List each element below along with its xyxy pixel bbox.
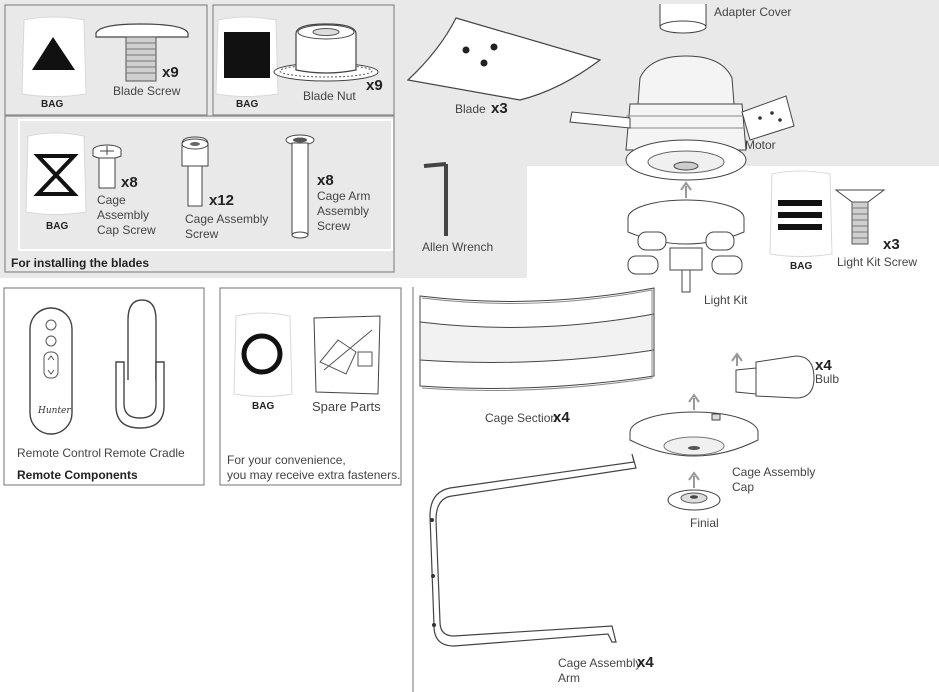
blade-label: Blade bbox=[455, 102, 486, 116]
cage-assembly-cap-icon bbox=[629, 411, 759, 457]
remote-section-footer: Remote Components bbox=[17, 468, 138, 482]
light-kit-screw-label: Light Kit Screw bbox=[837, 255, 918, 269]
motor-icon bbox=[569, 55, 795, 181]
light-kit-screw-icon bbox=[834, 189, 886, 245]
cage-arm-screw-label: Cage Arm Assembly Screw bbox=[317, 189, 371, 233]
blade-icon bbox=[406, 17, 602, 101]
bag-label: BAG bbox=[46, 221, 69, 232]
bag-label: BAG bbox=[252, 401, 275, 412]
cage-cap-screw-qty: x8 bbox=[121, 174, 138, 191]
cage-arm-screw-icon bbox=[285, 134, 315, 239]
cage-assembly-screw-qty: x12 bbox=[209, 192, 235, 209]
cage-arm-screw-qty: x8 bbox=[317, 172, 334, 189]
remote-cradle-label: Remote Cradle bbox=[104, 446, 185, 460]
cage-cap-screw-icon bbox=[92, 144, 122, 189]
bag-label: BAG bbox=[790, 261, 813, 272]
blade-qty: x3 bbox=[491, 100, 508, 117]
blade-screw-label: Blade Screw bbox=[113, 84, 181, 98]
cage-cap-screw-label: Cage Assembly Cap Screw bbox=[97, 193, 156, 237]
blade-nut-box bbox=[212, 4, 395, 116]
light-kit-screw-qty: x3 bbox=[883, 236, 900, 253]
cage-assembly-arm-label: Cage Assembly Arm bbox=[558, 656, 642, 685]
cage-assembly-screw-label: Cage Assembly Screw bbox=[185, 212, 269, 241]
arrow-up-icon bbox=[731, 352, 743, 366]
blade-nut-icon bbox=[273, 23, 379, 82]
blades-hardware-box bbox=[4, 115, 395, 273]
bag-ring bbox=[233, 312, 293, 397]
adapter-cover-label: Adapter Cover bbox=[714, 5, 792, 19]
finial-label: Finial bbox=[690, 516, 719, 530]
bag-triangle bbox=[21, 16, 87, 97]
blade-nut-qty: x9 bbox=[366, 77, 383, 94]
remote-control-icon bbox=[29, 307, 73, 435]
cage-assembly-screw-icon bbox=[181, 136, 209, 207]
hunter-logo: Hunter bbox=[38, 406, 71, 416]
cage-screws-inner-box bbox=[18, 119, 393, 251]
arrow-up-icon bbox=[688, 393, 700, 410]
blade-screw-qty: x9 bbox=[162, 64, 179, 81]
blade-screw-icon bbox=[95, 23, 189, 82]
blades-section-footer: For installing the blades bbox=[11, 256, 150, 270]
allen-wrench-icon bbox=[423, 162, 448, 236]
light-kit-icon bbox=[627, 199, 745, 293]
spare-parts-label: Spare Parts bbox=[312, 399, 381, 414]
spare-parts-note: For your convenience, you may receive ex… bbox=[227, 453, 401, 482]
allen-wrench-label: Allen Wrench bbox=[422, 240, 494, 254]
adapter-cover-icon bbox=[659, 4, 707, 34]
bulb-icon bbox=[735, 355, 815, 399]
light-kit-label: Light Kit bbox=[704, 293, 748, 307]
finial-icon bbox=[667, 489, 721, 511]
remote-cradle-icon bbox=[115, 299, 165, 429]
motor-label: Motor bbox=[745, 138, 776, 152]
arrow-up-icon bbox=[680, 181, 692, 198]
bulb-qty: x4 bbox=[815, 357, 832, 374]
spare-parts-icon bbox=[313, 315, 381, 395]
remote-control-label: Remote Control bbox=[17, 446, 102, 460]
cage-section-qty: x4 bbox=[553, 409, 570, 426]
cage-section-label: Cage Section bbox=[485, 411, 558, 425]
blade-screw-box bbox=[4, 4, 208, 116]
bulb-label: Bulb bbox=[815, 372, 840, 386]
bag-label: BAG bbox=[236, 99, 259, 110]
bag-label: BAG bbox=[41, 99, 64, 110]
cage-assembly-arm-qty: x4 bbox=[637, 654, 654, 671]
bag-lines bbox=[769, 170, 833, 257]
cage-section-icon bbox=[419, 287, 655, 391]
bag-square bbox=[215, 16, 279, 97]
bag-hourglass bbox=[25, 132, 87, 215]
arrow-up-icon bbox=[688, 471, 700, 488]
cage-assembly-cap-label: Cage Assembly Cap bbox=[732, 465, 816, 494]
blade-nut-label: Blade Nut bbox=[303, 89, 356, 103]
cage-assembly-arm-icon bbox=[429, 453, 637, 647]
